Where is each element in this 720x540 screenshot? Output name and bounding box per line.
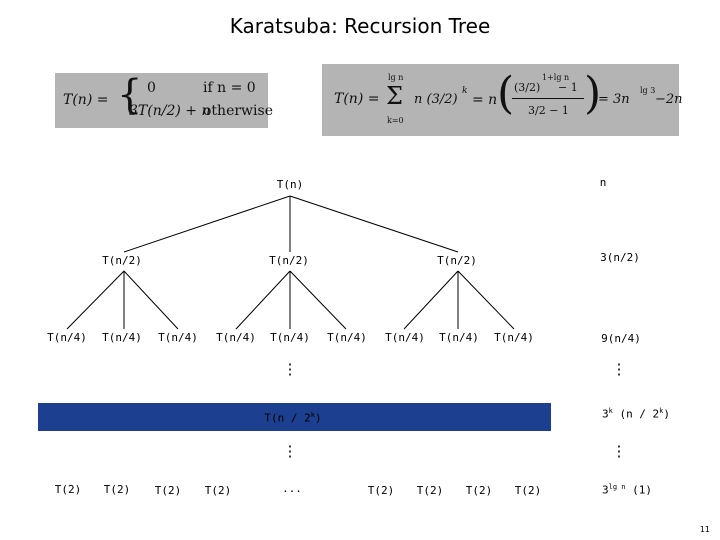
solution-lhs: T(n) = <box>334 91 380 107</box>
fraction-numerator-rest: − 1 <box>558 81 578 94</box>
tree-level1-node: T(n/2) <box>437 254 477 267</box>
level-cost-k: 3k (n / 2k) <box>602 408 670 420</box>
level-cost-k-prefix: 3 <box>601 407 609 421</box>
vertical-ellipsis-icon: ⋮ <box>611 360 627 378</box>
edge-l1c-l2c <box>457 270 515 330</box>
tree-level2-node: T(n/4) <box>439 331 479 344</box>
level-cost-1: 3(n/2) <box>600 251 640 264</box>
tree-leaf: T(2) <box>154 484 182 497</box>
tree-root: T(n) <box>276 178 304 191</box>
level-cost-leaf-exponent: lg n <box>608 483 626 491</box>
vertical-ellipsis-icon: ⋮ <box>282 442 298 460</box>
tree-level2-node: T(n/4) <box>158 331 198 344</box>
slide-title: Karatsuba: Recursion Tree <box>229 14 491 38</box>
level-k-node-close: ) <box>314 411 322 425</box>
tree-leaf: T(2) <box>465 484 493 497</box>
level-cost-k-exponent: k <box>608 407 613 415</box>
level-k-node-label: T(n / 2 <box>264 411 311 425</box>
level-cost-k-rest: (n / 2 <box>612 407 660 421</box>
equals-n: = n <box>472 92 498 108</box>
tree-level2-node: T(n/4) <box>327 331 367 344</box>
tree-leaf: T(2) <box>416 484 444 497</box>
fraction-denominator: 3/2 − 1 <box>528 104 569 117</box>
edge-root-l1a <box>123 195 291 253</box>
tree-level2-node: T(n/4) <box>47 331 87 344</box>
tree-level2-node: T(n/4) <box>385 331 425 344</box>
level-k-band <box>38 403 551 431</box>
level-cost-leaf-rest: (1) <box>625 483 652 497</box>
edge-l1a-l2a <box>66 270 125 330</box>
edge-l1a-l2c <box>123 270 179 330</box>
tree-level2-node: T(n/4) <box>494 331 534 344</box>
sum-upper-limit: lg n <box>388 73 404 82</box>
level-cost-leaf: 3lg n (1) <box>602 484 652 496</box>
recurrence-formula: T(n) = { 0 if n = 0 3T(n/2) + n otherwis… <box>55 72 273 128</box>
tree-level2-node: T(n/4) <box>216 331 256 344</box>
tree-level2-node: T(n/4) <box>102 331 142 344</box>
case2-value: 3T(n/2) + n <box>129 103 211 119</box>
fraction-bar <box>512 98 584 99</box>
recurrence-lhs: T(n) = <box>63 92 109 108</box>
final-exponent: lg 3 <box>640 86 656 95</box>
sigma-icon: Σ <box>386 82 403 110</box>
final-result: = 3n <box>598 92 630 107</box>
page-number: 11 <box>699 525 710 534</box>
edge-root-l1c <box>289 195 459 253</box>
level-cost-0: n <box>599 176 607 189</box>
tree-leaf: T(2) <box>514 484 542 497</box>
sum-lower-limit: k=0 <box>387 116 404 125</box>
brace-icon: { <box>117 72 143 118</box>
big-paren-right-icon: ) <box>584 68 602 119</box>
final-rest: −2n <box>655 92 683 107</box>
tree-level1-node: T(n/2) <box>269 254 309 267</box>
level-cost-leaf-prefix: 3 <box>602 483 609 497</box>
big-paren-left-icon: ( <box>497 68 515 119</box>
level-cost-2: 9(n/4) <box>601 332 641 345</box>
tree-level2-node: T(n/4) <box>270 331 310 344</box>
tree-leaf: T(2) <box>103 483 131 496</box>
tree-leaf: T(2) <box>54 483 82 496</box>
case2-condition: otherwise <box>203 103 273 119</box>
tree-level1-node: T(n/2) <box>102 254 142 267</box>
sum-exponent: k <box>462 86 468 96</box>
vertical-ellipsis-icon: ⋮ <box>611 442 627 460</box>
sum-body: n (3/2) <box>414 92 458 107</box>
fraction-numerator: (3/2) <box>514 81 541 94</box>
level-cost-k-exponent2: k <box>659 407 664 415</box>
fraction-numerator-exponent: 1+lg n <box>542 73 570 82</box>
level-k-node: T(n / 2k) <box>264 412 321 424</box>
case1-value: 0 <box>147 80 156 96</box>
tree-leaf: T(2) <box>204 484 232 497</box>
leaf-ellipsis: ... <box>282 482 302 495</box>
edge-l1b-l2c <box>289 270 347 330</box>
edge-l1c-l2a <box>403 270 459 330</box>
edge-l1b-l2a <box>235 270 291 330</box>
level-cost-k-close: ) <box>663 407 671 421</box>
solution-formula: T(n) = lg n Σ k=0 n (3/2) k = n ( (3/2) … <box>322 64 683 136</box>
level-k-node-exponent: k <box>310 411 315 419</box>
case1-condition: if n = 0 <box>203 80 256 96</box>
tree-leaf: T(2) <box>367 484 395 497</box>
vertical-ellipsis-icon: ⋮ <box>282 360 298 378</box>
